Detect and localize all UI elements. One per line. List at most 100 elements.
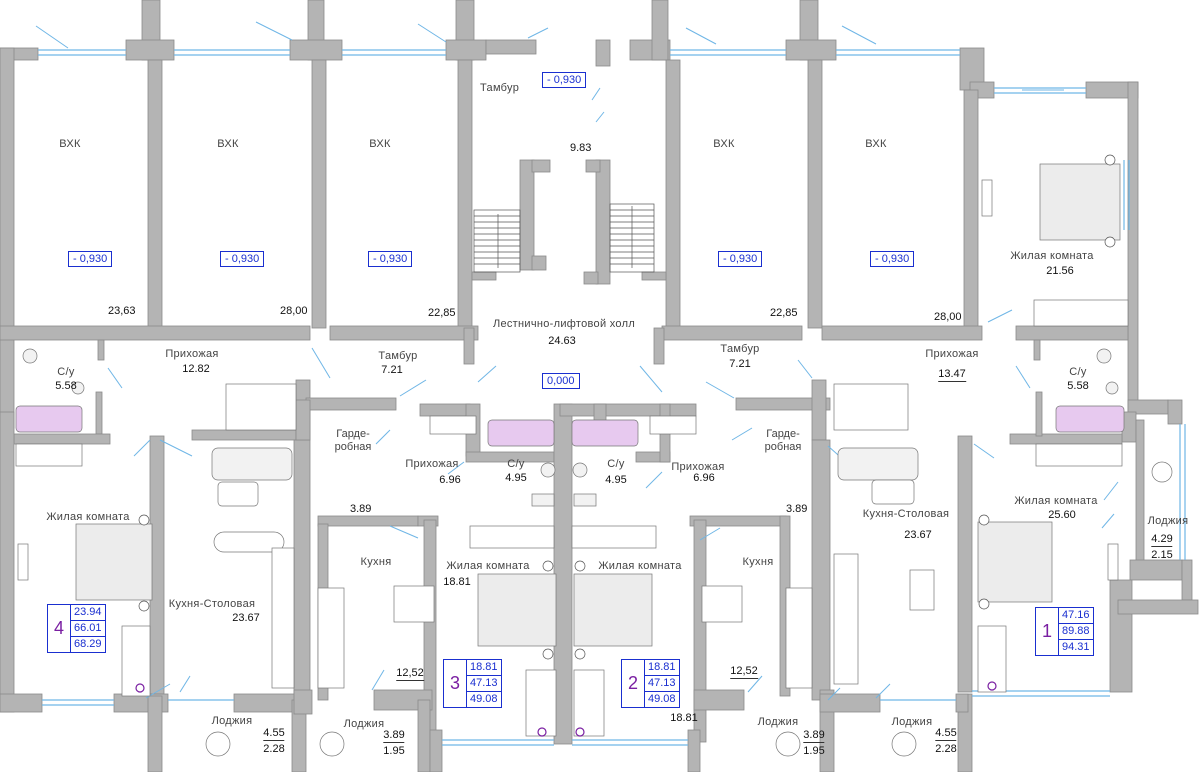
apt3-wardrobe-label: Гарде- робная	[326, 428, 380, 454]
apartment-4-area-with-loggia: 68.29	[74, 638, 102, 650]
loggia-b4-area-1: 4.55	[935, 727, 957, 741]
apartment-4-number: 4	[48, 605, 71, 652]
level-storage-3: - 0,930	[368, 251, 413, 267]
apartment-1-number: 1	[1036, 608, 1059, 655]
loggia-b3-area-1: 3.89	[803, 729, 825, 743]
apt4-hall-area: 12.82	[182, 363, 210, 375]
tambur-left-area: 7.21	[381, 364, 403, 376]
stairs	[473, 203, 655, 273]
storage-4-area: 22,85	[770, 307, 798, 319]
storage-3-label: ВХК	[369, 138, 391, 150]
apartment-4-summary: 4 23.94 66.01 68.29	[47, 604, 106, 653]
apt3-wc-area: 4.95	[505, 472, 527, 484]
apt2-living-label: Жилая комната	[598, 560, 682, 572]
apt3-hall-label: Прихожая	[405, 458, 459, 470]
level-storage-4: - 0,930	[718, 251, 763, 267]
apartment-1-summary: 1 47.16 89.88 94.31	[1035, 607, 1094, 656]
apartment-3-total-area: 47.13	[467, 676, 501, 692]
apt2-wardrobe-label-2: робная	[764, 441, 802, 453]
apt3-wardrobe-label-2: робная	[334, 441, 372, 453]
apartment-4-total-area: 66.01	[71, 621, 105, 637]
storage-5-label: ВХК	[865, 138, 887, 150]
apartment-1-area-with-loggia: 94.31	[1062, 641, 1090, 653]
apartment-3-number: 3	[444, 660, 467, 707]
loggia-b3-label: Лоджия	[757, 716, 799, 728]
apt1-living-area: 25.60	[1048, 509, 1076, 521]
windows	[38, 49, 1186, 746]
loggia-right-label: Лоджия	[1147, 515, 1189, 527]
apt2-kitchen-area: 12,52	[730, 665, 758, 679]
apt3-wardrobe-area: 3.89	[350, 503, 372, 515]
loggia-b1-area-1: 4.55	[263, 727, 285, 741]
apt2-living-area: 18.81	[670, 712, 698, 724]
apt3-hall-area: 6.96	[439, 474, 461, 486]
lamps	[138, 154, 1116, 660]
loggia-b1-label: Лоджия	[211, 715, 253, 727]
apartment-3-summary: 3 18.81 47.13 49.08	[443, 659, 502, 708]
storage-2-area: 28,00	[280, 305, 308, 317]
apartment-2-total-area: 47.13	[645, 676, 679, 692]
loggia-b2-area-2: 1.95	[383, 745, 405, 757]
loggia-b4-label: Лоджия	[891, 716, 933, 728]
apt4-kitchen-area: 23.67	[232, 612, 260, 624]
apartment-1-total-area: 89.88	[1059, 624, 1093, 640]
apt1-hall-label: Прихожая	[925, 348, 979, 360]
apt2-wardrobe-label: Гарде- робная	[756, 428, 810, 454]
apt3-kitchen-label: Кухня	[360, 556, 392, 568]
apt1-wc-label: С/у	[1069, 366, 1087, 378]
apt3-living-area: 18.81	[443, 576, 471, 588]
apt1-kitchen-area: 23.67	[904, 529, 932, 541]
level-storage-2: - 0,930	[220, 251, 265, 267]
storage-4-label: ВХК	[713, 138, 735, 150]
apt2-hall-label: Прихожая	[671, 461, 725, 473]
tambur-left-label: Тамбур	[378, 350, 418, 362]
vestibule-label: Тамбур	[480, 82, 520, 94]
level-storage-5: - 0,930	[870, 251, 915, 267]
apt1-kitchen-label: Кухня-Столовая	[862, 508, 950, 520]
apt3-kitchen-area: 12,52	[396, 667, 424, 681]
apartment-3-living-area: 18.81	[467, 660, 501, 676]
storage-2-label: ВХК	[217, 138, 239, 150]
loggia-b3-area-2: 1.95	[803, 745, 825, 757]
apartment-2-summary: 2 18.81 47.13 49.08	[621, 659, 680, 708]
level-vestibule: - 0,930	[542, 72, 587, 88]
tambur-right-area: 7.21	[729, 358, 751, 370]
tambur-right-label: Тамбур	[720, 343, 760, 355]
loggia-b2-label: Лоджия	[343, 718, 385, 730]
storage-1-label: ВХК	[59, 138, 81, 150]
loggia-b2-area-1: 3.89	[383, 729, 405, 743]
storage-5-area: 28,00	[934, 311, 962, 323]
vestibule-area: 9.83	[570, 142, 592, 154]
apt1-living-label: Жилая комната	[1014, 495, 1098, 507]
apt4-hall-label: Прихожая	[165, 348, 219, 360]
loggia-right-area-1: 4.29	[1151, 533, 1173, 547]
hall-label: Лестнично-лифтовой холл	[492, 318, 636, 330]
apt1-living-top-label: Жилая комната	[1010, 250, 1094, 262]
apartment-2-area-with-loggia: 49.08	[648, 693, 676, 705]
apt3-living-label: Жилая комната	[446, 560, 530, 572]
hall-area: 24.63	[548, 335, 576, 347]
apt4-wc-area: 5.58	[55, 380, 77, 392]
apartment-3-area-with-loggia: 49.08	[470, 693, 498, 705]
apt2-wardrobe-area: 3.89	[786, 503, 808, 515]
apt4-kitchen-label: Кухня-Столовая	[168, 598, 256, 610]
apt2-wc-area: 4.95	[605, 474, 627, 486]
apartment-2-number: 2	[622, 660, 645, 707]
apt2-hall-area: 6.96	[693, 472, 715, 484]
apt3-wc-label: С/у	[507, 458, 525, 470]
apartment-4-living-area: 23.94	[71, 605, 105, 621]
doors	[35, 21, 1119, 701]
loggia-b1-area-2: 2.28	[263, 743, 285, 755]
apt3-wardrobe-label-1: Гарде-	[336, 428, 370, 440]
apt1-hall-area: 13.47	[938, 368, 966, 382]
apt4-living-label: Жилая комната	[46, 511, 130, 523]
apt2-wc-label: С/у	[607, 458, 625, 470]
storage-1-area: 23,63	[108, 305, 136, 317]
level-hall: 0,000	[542, 373, 580, 389]
apartment-1-living-area: 47.16	[1059, 608, 1093, 624]
level-storage-1: - 0,930	[68, 251, 113, 267]
apartment-2-living-area: 18.81	[645, 660, 679, 676]
apt4-wc-label: С/у	[57, 366, 75, 378]
